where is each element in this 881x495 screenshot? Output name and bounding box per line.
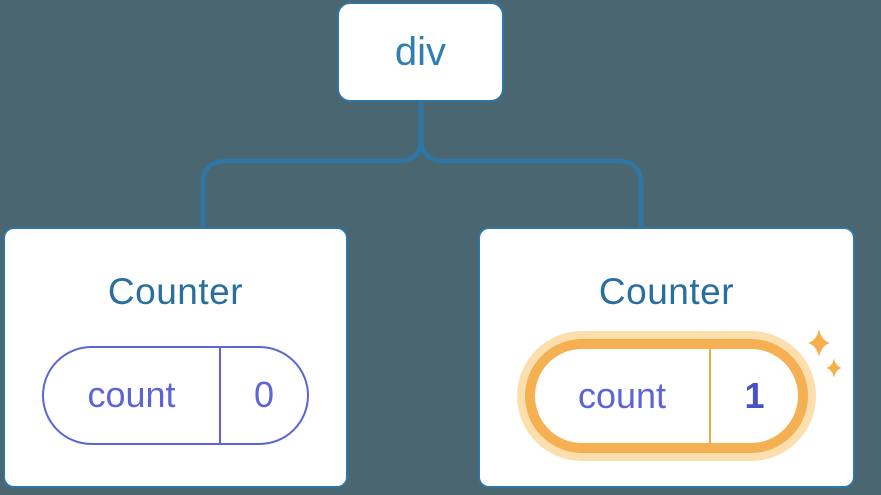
counter-title: Counter bbox=[107, 271, 244, 312]
state-key-label: count bbox=[535, 348, 711, 443]
root-node-label: div bbox=[394, 29, 447, 74]
state-key-label: count bbox=[44, 347, 221, 443]
root-node: div bbox=[337, 2, 504, 102]
state-value: 0 bbox=[253, 374, 275, 416]
state-pill: count 0 bbox=[42, 345, 309, 445]
counter-card-right: Counter count 1 bbox=[478, 227, 855, 488]
sparkles-icon bbox=[808, 329, 842, 378]
state-pill-highlighted: count 1 bbox=[525, 338, 808, 453]
state-value: 1 bbox=[744, 374, 765, 416]
counter-card-left: Counter count 0 bbox=[3, 227, 348, 488]
counter-title: Counter bbox=[598, 271, 735, 312]
